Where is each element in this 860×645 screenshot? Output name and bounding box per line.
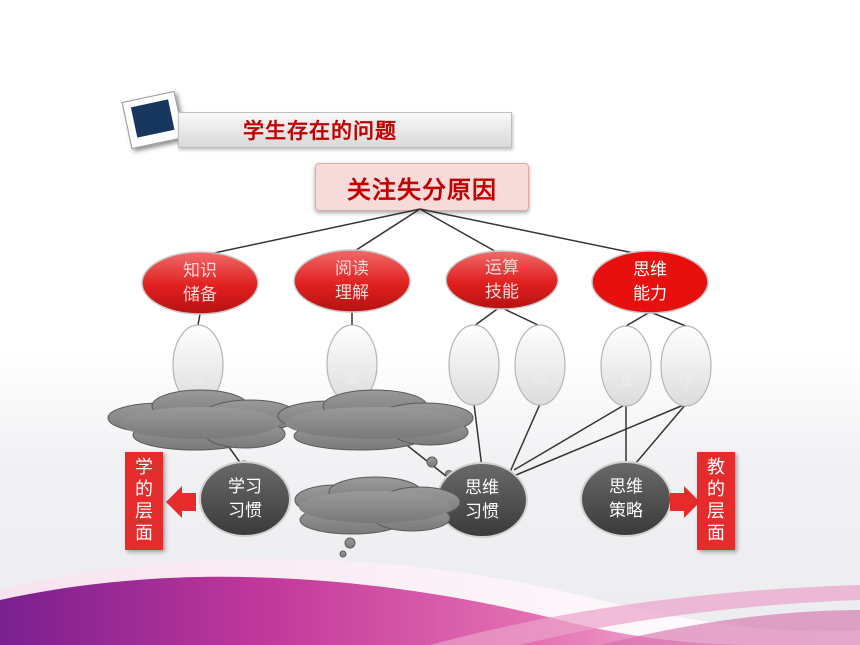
- section-title: 学生存在的问题: [243, 119, 397, 143]
- student-level-label: 学的层面: [135, 457, 153, 544]
- cause-node-knowledge: [141, 251, 259, 315]
- detail-node-5: [600, 325, 652, 407]
- thought-cloud-3: [294, 476, 461, 558]
- cause-node-thinking: [591, 250, 709, 314]
- cause-label-1: 知识 储备: [183, 261, 217, 305]
- detail-node-6: [660, 325, 712, 407]
- detail-label-3: [449, 356, 499, 380]
- habit-node-study: [199, 461, 291, 537]
- detail-label-1: 忘: [189, 368, 206, 387]
- cause-label-2: 阅读 理解: [335, 259, 369, 303]
- cause-label-4: 思维 能力: [633, 260, 667, 304]
- detail-label-5: 立: [617, 370, 634, 389]
- thought-cloud-1: [107, 389, 299, 451]
- cause-nodes: [141, 249, 709, 315]
- student-level-box: 学的层面: [125, 452, 163, 550]
- detail-label-2: 差: [343, 368, 360, 387]
- habit-label-1: 学习 习惯: [228, 477, 262, 521]
- habit-nodes: [199, 461, 672, 538]
- teacher-level-label: 教的层面: [707, 457, 725, 544]
- habit-label-3: 思维 策略: [609, 477, 643, 521]
- focus-box: 关注失分原因: [315, 163, 529, 211]
- detail-label-6: 序: [677, 370, 694, 389]
- cause-label-3: 运算 技能: [485, 258, 519, 302]
- cause-node-reading: [293, 249, 411, 313]
- detail-node-3: [448, 324, 500, 406]
- thought-cloud-2: [277, 389, 474, 451]
- detail-nodes: [172, 324, 712, 407]
- cause-node-computation: [445, 250, 559, 310]
- connector-lines: [197, 208, 687, 477]
- focus-label: 关注失分原因: [347, 175, 497, 204]
- detail-node-4: [514, 324, 566, 406]
- detail-label-4: 能: [531, 368, 548, 387]
- level-arrows: [166, 486, 700, 518]
- habit-label-2: 思维 习惯: [465, 478, 499, 522]
- section-title-bar: 学生存在的问题: [178, 112, 512, 148]
- thought-clouds: [107, 389, 474, 484]
- teacher-level-box: 教的层面: [697, 452, 735, 550]
- arrow-left-icon: [166, 486, 196, 518]
- arrow-right-icon: [670, 486, 700, 518]
